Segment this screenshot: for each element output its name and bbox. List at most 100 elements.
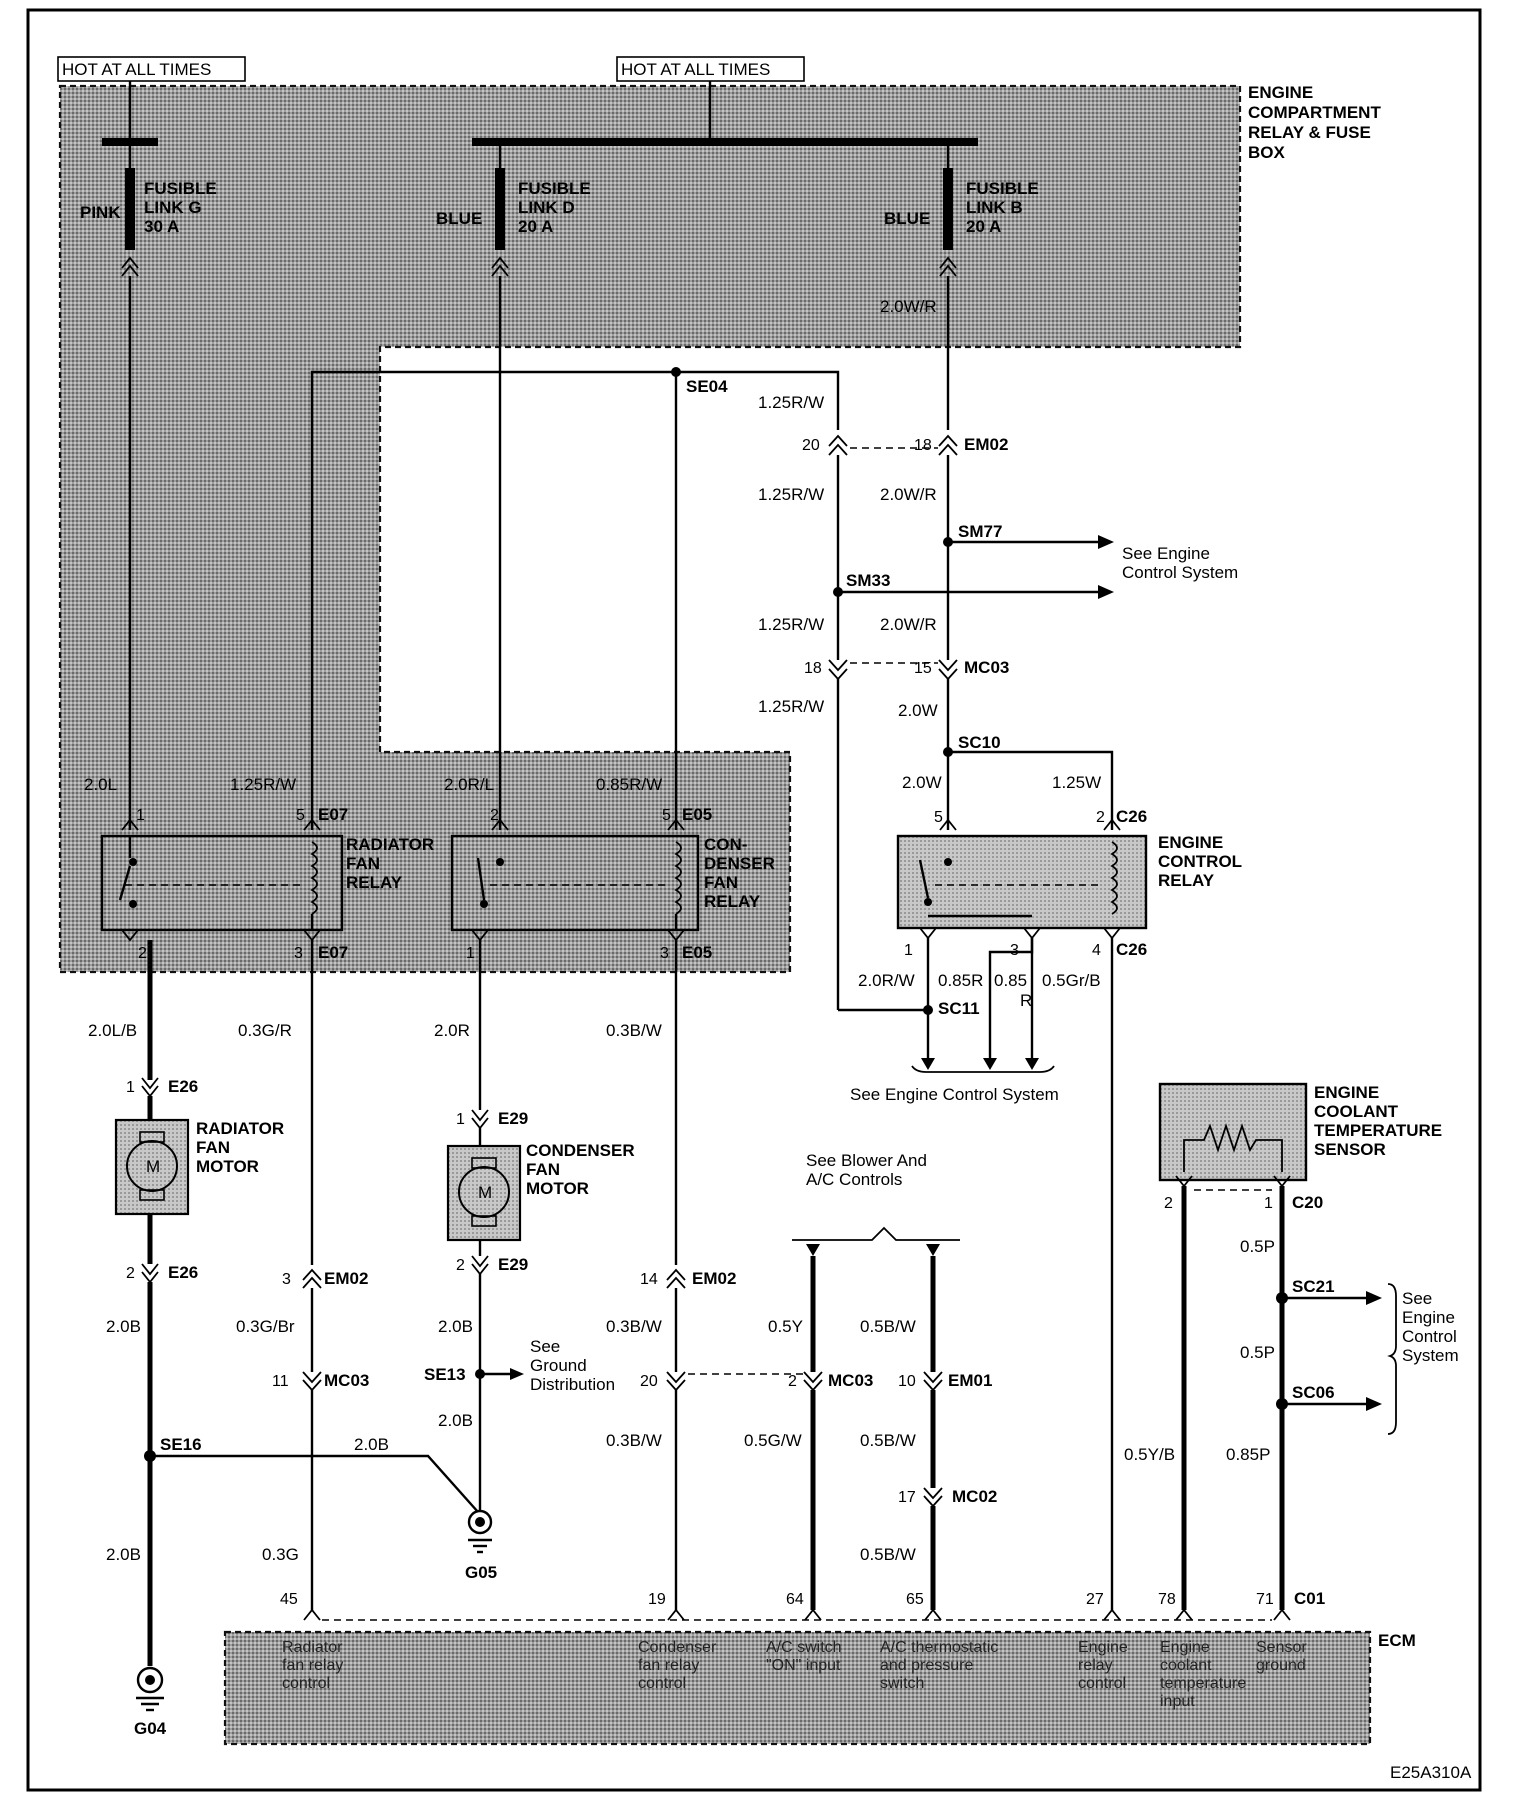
- svg-text:3: 3: [660, 945, 669, 962]
- pin-ecm-65: 65: [906, 1591, 924, 1608]
- wire-label-1-25w: 1.25W: [1052, 773, 1101, 792]
- mc03-connector-cond: [666, 1371, 686, 1392]
- svg-text:COMPARTMENT: COMPARTMENT: [1248, 103, 1381, 122]
- svg-text:M: M: [146, 1157, 160, 1176]
- pin-ecm-27: 27: [1086, 1591, 1104, 1608]
- connector-c01: C01: [1294, 1589, 1325, 1608]
- connector-mc02: MC02: [952, 1487, 997, 1506]
- wire-sc10-branch: [948, 750, 1114, 830]
- ref-engine-control-3: See Engine Control System: [1402, 1289, 1459, 1365]
- svg-text:Engine: Engine: [1402, 1308, 1455, 1327]
- pin-em02-3: 3: [282, 1271, 291, 1288]
- svg-text:1: 1: [136, 807, 145, 824]
- svg-text:SENSOR: SENSOR: [1314, 1140, 1386, 1159]
- svg-text:TEMPERATURE: TEMPERATURE: [1314, 1121, 1442, 1140]
- ecm-pin-coolant: Engine coolant temperature input: [1160, 1639, 1246, 1710]
- connector-e29-bottom: E29: [498, 1255, 528, 1274]
- svg-text:RADIATOR: RADIATOR: [346, 835, 434, 854]
- wire-label-1-25rw-b: 1.25R/W: [758, 485, 824, 504]
- wire-label-2-0b-a: 2.0B: [106, 1317, 141, 1336]
- pin-mc03-15: 15: [914, 660, 932, 677]
- svg-text:ENGINE: ENGINE: [1248, 83, 1313, 102]
- svg-text:3: 3: [294, 945, 303, 962]
- ecm-connector-71: [1273, 1608, 1291, 1621]
- svg-text:See: See: [530, 1337, 560, 1356]
- connector-e29-top: E29: [498, 1109, 528, 1128]
- svg-text:C26: C26: [1116, 807, 1147, 826]
- svg-text:G04: G04: [134, 1719, 167, 1738]
- svg-text:ENGINE: ENGINE: [1158, 833, 1223, 852]
- svg-text:System: System: [1402, 1346, 1459, 1365]
- arrow-sc06: [1366, 1397, 1382, 1411]
- fuse-d-connector: [491, 256, 509, 277]
- fuse-g-connector: [121, 256, 139, 277]
- wire-label-2-0r: 2.0R: [434, 1021, 470, 1040]
- ecm-pin-ac-thermo: A/C thermostatic and pressure switch: [880, 1639, 998, 1692]
- pin-em02-14: 14: [640, 1271, 658, 1288]
- wire-label-0-85-b: 0.85: [994, 971, 1027, 990]
- fuse-box-outline: [58, 84, 1242, 974]
- arrow-se13: [510, 1368, 524, 1380]
- ecm-pin-sensor-ground: Sensor ground: [1256, 1639, 1307, 1674]
- wire-label-0-3gr: 0.3G/R: [238, 1021, 292, 1040]
- svg-text:PINK: PINK: [80, 203, 121, 222]
- svg-text:MOTOR: MOTOR: [526, 1179, 589, 1198]
- ecm-pin-radiator: Radiator fan relay control: [282, 1639, 343, 1692]
- ref-blower-ac: See Blower And A/C Controls: [806, 1151, 927, 1189]
- splice-label-sc10: SC10: [958, 733, 1001, 752]
- svg-text:and pressure: and pressure: [880, 1657, 973, 1674]
- svg-text:Engine: Engine: [1078, 1639, 1128, 1656]
- ecm-pin-condenser: Condenser fan relay control: [638, 1639, 717, 1692]
- svg-text:CONDENSER: CONDENSER: [526, 1141, 635, 1160]
- splice-se04: [671, 367, 681, 377]
- svg-text:FUSIBLE: FUSIBLE: [518, 179, 591, 198]
- fusible-link-b: BLUE FUSIBLE LINK B 20 A: [884, 168, 1039, 250]
- svg-text:FUSIBLE: FUSIBLE: [144, 179, 217, 198]
- pin-ecm-19: 19: [648, 1591, 666, 1608]
- svg-text:control: control: [282, 1675, 330, 1692]
- mc03-mid-connector-right: [938, 659, 958, 681]
- svg-text:Engine: Engine: [1160, 1639, 1210, 1656]
- wire-label-0-3bw-b: 0.3B/W: [606, 1317, 662, 1336]
- wire-se16-to-g05: [150, 1454, 479, 1513]
- bracket-engine-control-3: [1387, 1283, 1397, 1435]
- wire-label-1-25rw-top: 1.25R/W: [230, 775, 296, 794]
- ecm-label: ECM: [1378, 1631, 1416, 1650]
- mc03-mid-connector-left: [828, 659, 848, 681]
- em02-top-connector-left: [828, 434, 848, 456]
- wire-label-0-5y: 0.5Y: [768, 1317, 803, 1336]
- ecm-connector-45: [303, 1608, 321, 1621]
- wire-label-1-25rw-d: 1.25R/W: [758, 697, 824, 716]
- wire-label-0-5gw: 0.5G/W: [744, 1431, 802, 1450]
- wire-label-2-0b-e: 2.0B: [354, 1435, 389, 1454]
- pin-mc03-2: 2: [788, 1373, 797, 1390]
- svg-text:control: control: [638, 1675, 686, 1692]
- page-frame: [26, 8, 1482, 1792]
- ground-g04: G04: [134, 1666, 167, 1738]
- svg-text:2: 2: [1096, 809, 1105, 826]
- arrow-ac-switch: [806, 1244, 820, 1256]
- connector-mc03-mid: MC03: [964, 658, 1009, 677]
- connector-e26-bottom: E26: [168, 1263, 198, 1282]
- svg-text:CON-: CON-: [704, 835, 747, 854]
- pin-ecm-78: 78: [1158, 1591, 1176, 1608]
- svg-text:FUSIBLE: FUSIBLE: [966, 179, 1039, 198]
- svg-text:G05: G05: [465, 1563, 497, 1582]
- svg-text:4: 4: [1092, 942, 1101, 959]
- fuse-b-connector: [939, 256, 957, 277]
- arrow-ac-thermo: [926, 1244, 940, 1256]
- condenser-fan-relay: 2 5 E05 CON- DENSER FAN RELAY 1 3 E05: [450, 805, 775, 962]
- svg-text:switch: switch: [880, 1675, 924, 1692]
- svg-text:LINK B: LINK B: [966, 198, 1023, 217]
- svg-text:3: 3: [1010, 942, 1019, 959]
- ect-sensor: ENGINE COOLANT TEMPERATURE SENSOR 2 1 C2…: [1158, 1082, 1442, 1212]
- connector-e26-top: E26: [168, 1077, 198, 1096]
- ecm-connector-64: [804, 1608, 822, 1621]
- ecm-connector-78: [1175, 1608, 1193, 1621]
- wire-label-1-25rw-c: 1.25R/W: [758, 615, 824, 634]
- svg-text:Sensor: Sensor: [1256, 1639, 1307, 1656]
- wire-label-0-85r-a: 0.85R: [938, 971, 983, 990]
- arrow-sc21: [1366, 1291, 1382, 1305]
- svg-text:C20: C20: [1292, 1193, 1323, 1212]
- svg-text:LINK D: LINK D: [518, 198, 575, 217]
